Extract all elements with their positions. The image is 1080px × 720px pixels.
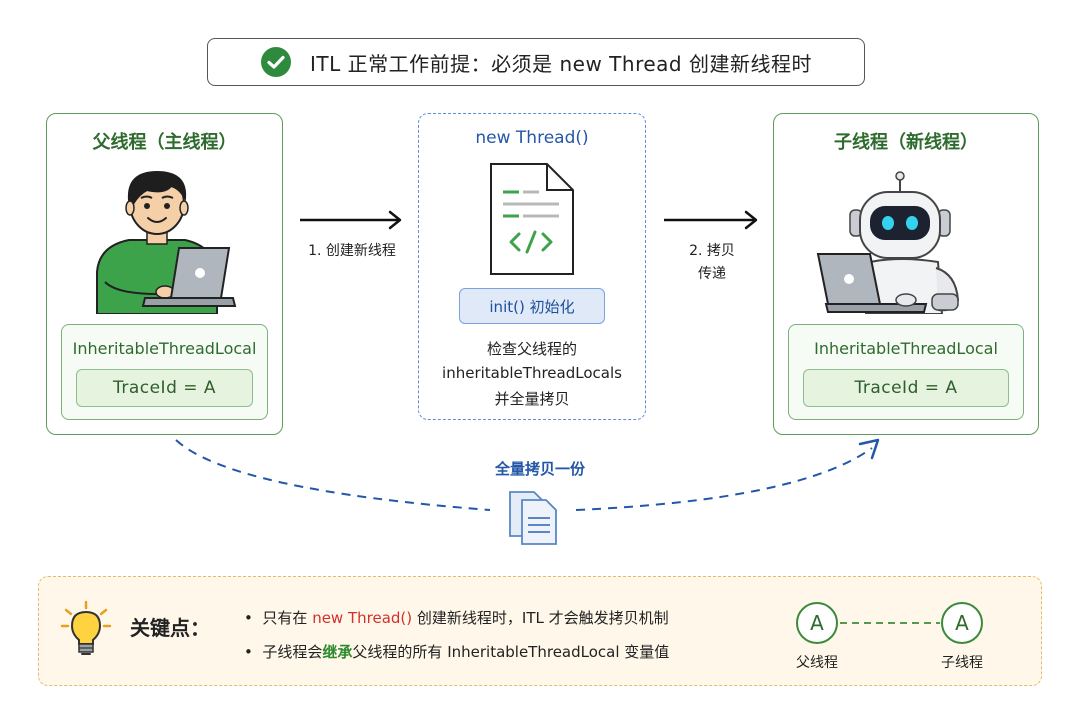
developer-laptop-icon bbox=[96, 170, 237, 314]
parent-itl-label: InheritableThreadLocal bbox=[72, 339, 257, 358]
check-circle-icon bbox=[261, 47, 292, 77]
inherit-emphasis: 继承 bbox=[322, 643, 353, 661]
middle-desc-line3: 并全量拷贝 bbox=[494, 390, 570, 408]
child-thread-title: 子线程（新线程） bbox=[834, 132, 978, 153]
child-itl-label: InheritableThreadLocal bbox=[814, 339, 998, 358]
parent-trace-value: TraceId = A bbox=[76, 369, 253, 407]
legend-parent-caption: 父线程 bbox=[796, 655, 838, 671]
copy-label: 全量拷贝一份 bbox=[494, 460, 585, 478]
key-points-box bbox=[38, 576, 1042, 686]
legend-dashed-link bbox=[840, 622, 940, 624]
step2-label-line1: 2. 拷贝 bbox=[689, 243, 735, 259]
step2-label-line2: 传递 bbox=[698, 266, 726, 282]
key-bullet-1: • 只有在 new Thread() 创建新线程时，ITL 才会触发拷贝机制 bbox=[244, 609, 669, 627]
middle-desc-line1: 检查父线程的 bbox=[486, 340, 577, 358]
parent-thread-title: 父线程（主线程） bbox=[92, 132, 237, 153]
legend-parent-circle: A bbox=[796, 602, 838, 644]
child-thread-box: 子线程（新线程） InheritableThreadLocal TraceId … bbox=[773, 113, 1039, 435]
bullet-dot: • bbox=[244, 643, 263, 661]
lightbulb-icon bbox=[60, 600, 112, 655]
key-bullet-2: • 子线程会继承父线程的所有 InheritableThreadLocal 变量… bbox=[244, 643, 670, 661]
legend-child-caption: 子线程 bbox=[941, 655, 983, 671]
documents-copy-icon bbox=[509, 491, 557, 545]
page-title: ITL 正常工作前提：必须是 new Thread 创建新线程时 bbox=[310, 51, 812, 76]
step2-arrow bbox=[664, 210, 758, 230]
bullet-dot: • bbox=[244, 609, 263, 627]
init-label: init() 初始化 bbox=[459, 288, 605, 324]
code-file-icon bbox=[490, 163, 574, 275]
new-thread-box: new Thread() init() 初始化 检查父线程的 inheritab… bbox=[418, 113, 646, 420]
new-thread-code: new Thread() bbox=[312, 609, 413, 627]
new-thread-title: new Thread() bbox=[475, 128, 589, 148]
copy-arc-arrow bbox=[175, 438, 880, 511]
title-banner: ITL 正常工作前提：必须是 new Thread 创建新线程时 bbox=[207, 38, 865, 86]
middle-desc-line2: inheritableThreadLocals bbox=[442, 364, 622, 382]
robot-laptop-icon bbox=[816, 171, 960, 314]
step1-arrow bbox=[300, 210, 402, 230]
parent-itl-card: InheritableThreadLocal TraceId = A bbox=[61, 324, 268, 420]
key-points-title: 关键点： bbox=[130, 616, 210, 640]
step1-label: 1. 创建新线程 bbox=[308, 243, 396, 259]
parent-thread-box: 父线程（主线程） InheritableThreadLocal TraceId … bbox=[46, 113, 283, 435]
child-itl-card: InheritableThreadLocal TraceId = A bbox=[788, 324, 1024, 420]
legend-child-circle: A bbox=[941, 602, 983, 644]
child-trace-value: TraceId = A bbox=[803, 369, 1009, 407]
